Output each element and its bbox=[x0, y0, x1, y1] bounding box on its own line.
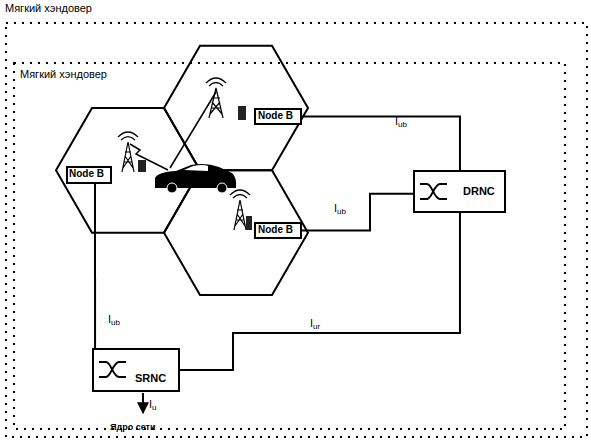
car-window bbox=[184, 165, 208, 171]
box-label: SRNC bbox=[135, 373, 166, 384]
dotted-border bbox=[14, 63, 565, 429]
network-box: SRNC bbox=[92, 348, 180, 392]
network-box: Node B bbox=[254, 222, 302, 239]
handover-zone: Мягкий хэндоверNode B Node B DRNC Node B SRN… bbox=[13, 62, 566, 430]
car-wheel bbox=[167, 183, 177, 193]
dotted-border bbox=[6, 23, 587, 437]
equipment-cabinet bbox=[246, 216, 252, 230]
interface-name: Iub bbox=[395, 116, 407, 129]
interface-name: Iub bbox=[108, 314, 120, 327]
antenna-tower bbox=[234, 200, 246, 230]
radio-waves bbox=[206, 78, 226, 86]
radio-link bbox=[130, 144, 168, 170]
switch-symbol bbox=[99, 362, 126, 377]
switch-symbol bbox=[99, 362, 126, 377]
antenna-tower bbox=[122, 142, 134, 172]
interface-link bbox=[302, 194, 413, 231]
interface-name: Iu bbox=[149, 399, 157, 412]
interface-name: Iur bbox=[310, 318, 320, 331]
network-box: Node B bbox=[66, 166, 112, 184]
zone-title: Мягкий хэндовер bbox=[20, 69, 107, 80]
radio-waves bbox=[230, 190, 250, 198]
radio-link bbox=[170, 92, 216, 168]
core-network-arrow bbox=[142, 393, 144, 413]
network-box: DRNC bbox=[413, 170, 506, 213]
switch-symbol bbox=[420, 184, 447, 199]
cell-hexagon bbox=[164, 170, 308, 295]
box-label: Node B bbox=[69, 169, 104, 179]
equipment-cabinet bbox=[138, 160, 146, 172]
interface-link bbox=[302, 117, 460, 171]
car-wheel bbox=[217, 183, 227, 193]
box-label: DRNC bbox=[463, 186, 495, 197]
car-silhouette bbox=[155, 164, 236, 188]
box-label: Node B bbox=[258, 225, 293, 235]
box-label: Node B bbox=[258, 111, 293, 121]
interface-name: Iub bbox=[334, 203, 346, 216]
antenna-tower bbox=[209, 88, 223, 118]
interface-link bbox=[94, 184, 96, 348]
radio-waves bbox=[118, 132, 138, 140]
network-box: Node B bbox=[254, 108, 302, 125]
cell-hexagon bbox=[164, 46, 308, 171]
cell-hexagon bbox=[56, 108, 200, 233]
handover-zone: Мягкий хэндоверМягкий хэндоверNode B Node… bbox=[5, 22, 588, 438]
switch-symbol bbox=[420, 184, 447, 199]
core-network-label: Ядро сети bbox=[110, 423, 156, 432]
zone-title: Мягкий хэндовер bbox=[5, 3, 92, 14]
equipment-cabinet bbox=[238, 106, 246, 120]
interface-link bbox=[180, 213, 460, 370]
